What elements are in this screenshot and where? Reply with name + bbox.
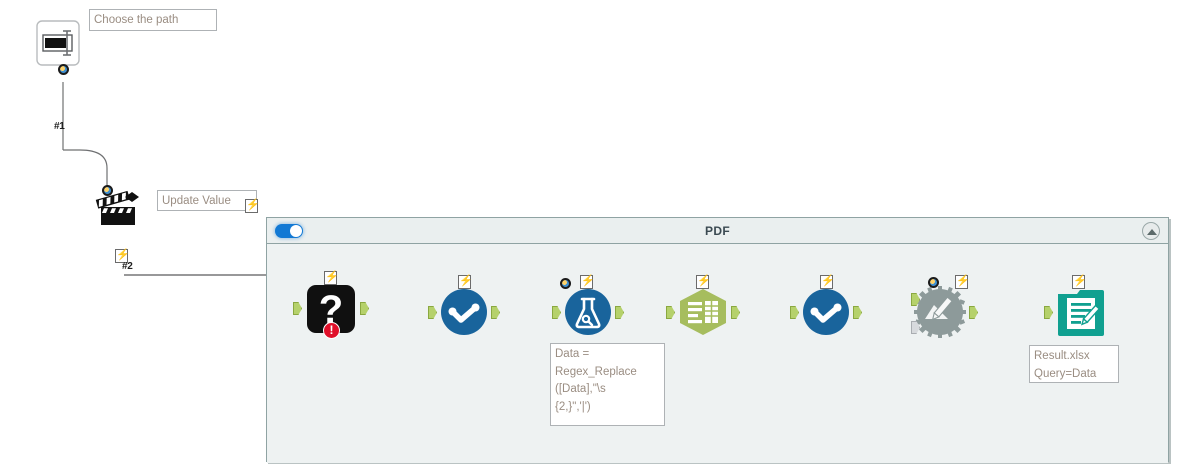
output-anchor[interactable]: [731, 306, 740, 319]
select-tool-1[interactable]: [440, 288, 488, 336]
annotation-formula: Data = Regex_Replace ([Data],"\s {2,}",'…: [550, 343, 665, 426]
output-data-tool[interactable]: [1056, 286, 1106, 338]
container-title: PDF: [705, 224, 730, 238]
connection-label-2: #2: [122, 261, 133, 272]
lightning-badge-ttc: [696, 274, 709, 289]
columns-hexagon-icon: [680, 289, 726, 335]
input-anchor[interactable]: [428, 306, 437, 319]
container-header: PDF: [267, 218, 1168, 244]
input-anchor[interactable]: [1044, 306, 1053, 319]
select-tool-2[interactable]: [802, 288, 850, 336]
toggle-knob: [290, 225, 302, 237]
lightning-badge-output: [1072, 274, 1085, 289]
connection-label-1: #1: [54, 121, 65, 132]
text-box-icon: [36, 20, 80, 66]
triangle-up-icon: [1147, 229, 1157, 235]
clapperboard-icon: [95, 190, 139, 225]
annotation-choose-path: Choose the path: [89, 9, 217, 31]
lightning-badge-formula: [580, 274, 593, 289]
container-enable-toggle[interactable]: [275, 224, 303, 238]
annotation-update-value: Update Value: [157, 190, 257, 211]
lightning-badge-unknown: [324, 270, 337, 285]
input-anchor[interactable]: [790, 306, 799, 319]
lightning-badge-select-2: [820, 274, 833, 289]
question-badge-rename: [928, 277, 939, 288]
container-body: [267, 244, 1168, 463]
output-anchor[interactable]: [491, 306, 500, 319]
input-anchor-right-optional[interactable]: [911, 321, 920, 334]
container-collapse-button[interactable]: [1142, 222, 1160, 240]
input-anchor-left[interactable]: [911, 293, 920, 306]
lightning-badge-select-1: [458, 274, 471, 289]
text-to-columns-tool[interactable]: [678, 288, 728, 336]
question-badge-formula: [560, 278, 571, 289]
output-anchor[interactable]: [853, 306, 862, 319]
unknown-macro-tool[interactable]: ?: [305, 283, 357, 339]
gear-pencil-icon: [914, 286, 966, 338]
action-tool[interactable]: [92, 185, 146, 230]
lightning-badge-rename: [955, 274, 968, 289]
text-box-tool[interactable]: [36, 20, 80, 75]
dynamic-rename-tool[interactable]: [914, 286, 966, 338]
lightning-badge-action-out: [115, 248, 128, 263]
input-anchor[interactable]: [666, 306, 675, 319]
lightning-badge-update-value: [245, 198, 258, 213]
tool-container-pdf[interactable]: PDF: [266, 217, 1169, 463]
input-anchor[interactable]: [552, 306, 561, 319]
question-input-badge: [102, 185, 113, 196]
checkmark-circle-icon: [803, 289, 849, 335]
output-anchor[interactable]: [360, 302, 369, 315]
output-document-icon: [1058, 290, 1104, 336]
annotation-output-file: Result.xlsx Query=Data: [1029, 345, 1119, 383]
output-anchor[interactable]: [969, 306, 978, 319]
formula-tool[interactable]: [560, 278, 612, 336]
checkmark-circle-icon: [441, 289, 487, 335]
question-output-badge: [58, 64, 69, 75]
output-anchor[interactable]: [615, 306, 624, 319]
error-badge: [323, 322, 340, 339]
input-anchor[interactable]: [293, 302, 302, 315]
flask-icon: [565, 289, 611, 335]
